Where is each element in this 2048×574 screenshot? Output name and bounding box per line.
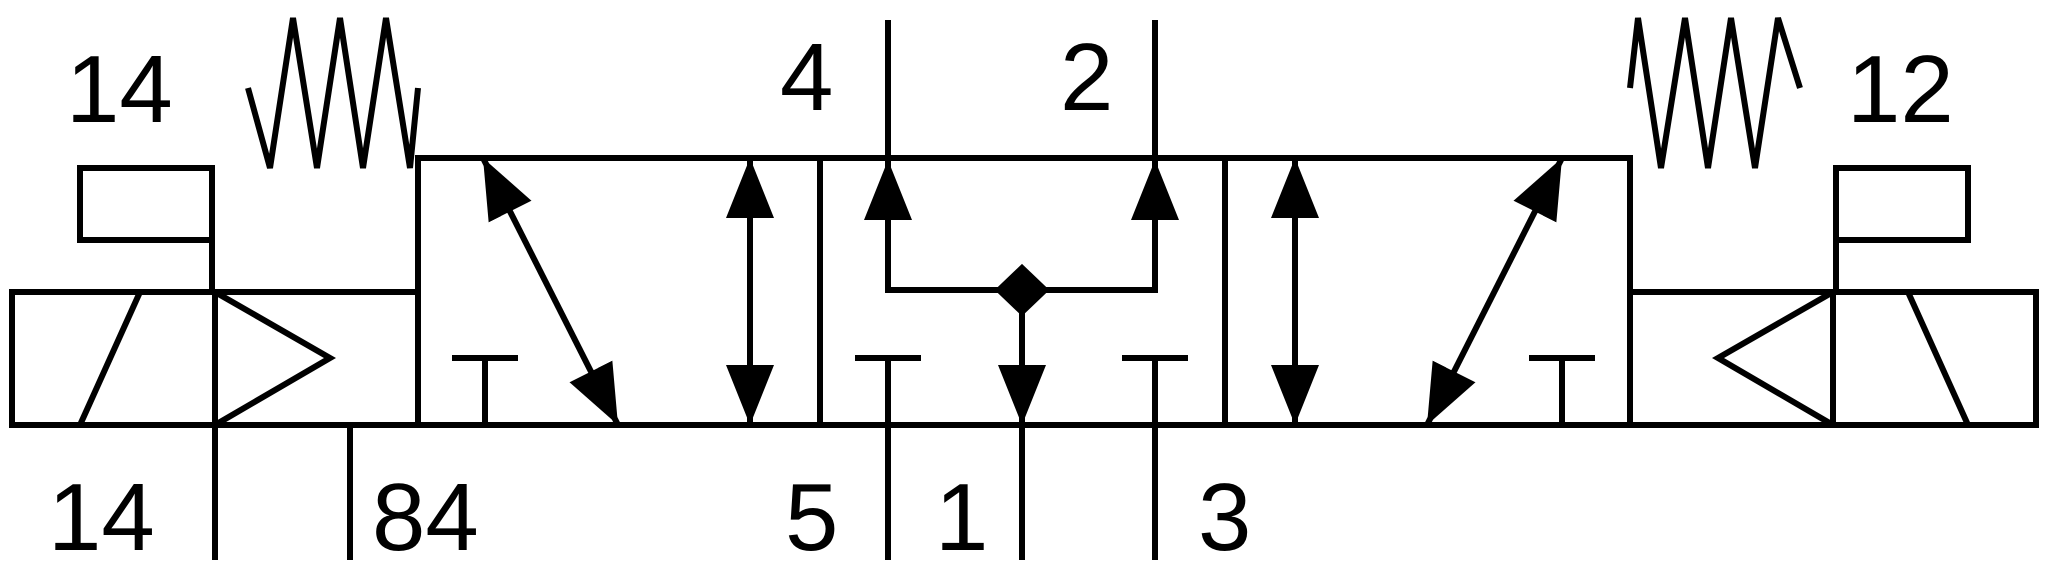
pilot-14-top-label: 14 (66, 36, 173, 143)
port-3-label: 3 (1198, 464, 1252, 571)
right-pilot-triangle (1712, 289, 1835, 428)
left-position (415, 155, 823, 428)
right-actuator (1627, 17, 2039, 428)
left-actuator (9, 17, 421, 560)
right-manual-override (1836, 165, 1971, 243)
pilot-12-top-label: 12 (1847, 36, 1954, 143)
left-manual-override (77, 165, 212, 243)
center-position (817, 155, 1228, 428)
right-position (1222, 155, 1633, 428)
right-diagonal-flow (1424, 156, 1565, 427)
port-4-label: 4 (780, 24, 834, 131)
left-solenoid-slash (77, 290, 143, 427)
left-position-box (415, 155, 823, 428)
port-lines (885, 20, 1158, 560)
port-2-label: 2 (1060, 24, 1114, 131)
shuttle-check-ball (994, 263, 1050, 317)
left-diagonal-flow (480, 156, 621, 427)
port-84-label: 84 (372, 464, 479, 571)
right-solenoid-box (1830, 289, 2039, 428)
right-spring (1627, 17, 1803, 169)
port-1-label: 1 (935, 464, 989, 571)
left-solenoid-box (9, 289, 218, 428)
left-spring (245, 17, 421, 169)
pilot-14-bottom-label: 14 (48, 464, 155, 571)
left-pilot-triangle (213, 289, 336, 428)
right-position-box (1222, 155, 1633, 428)
port-5-label: 5 (785, 464, 839, 571)
right-solenoid-slash (1905, 290, 1971, 427)
